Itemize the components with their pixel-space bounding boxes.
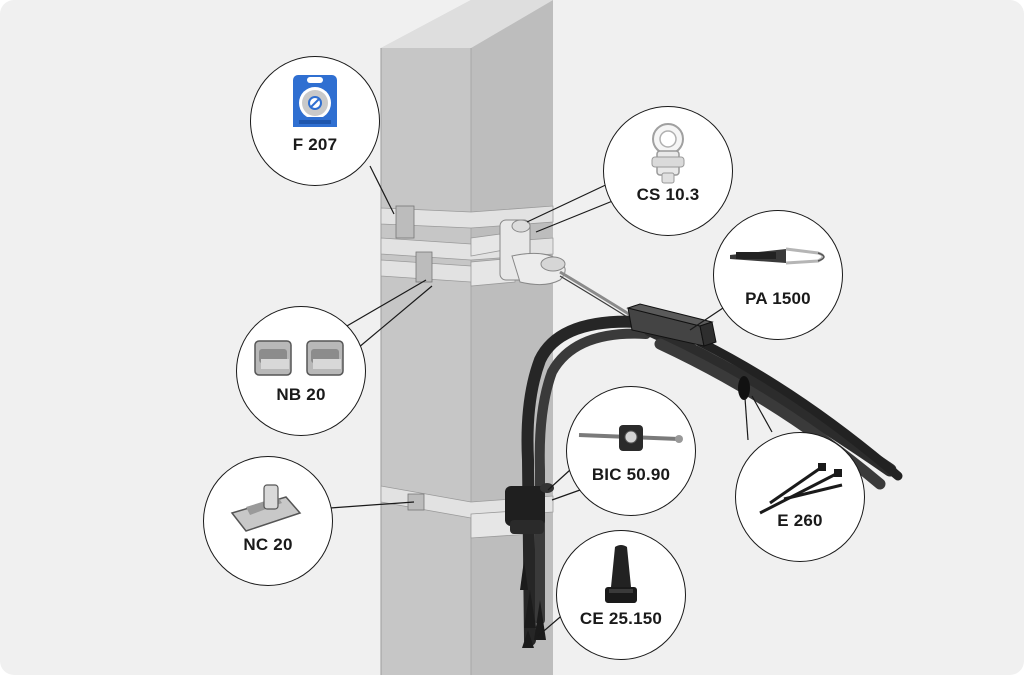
callout-label: NB 20 (276, 385, 326, 404)
anchoring-clamp-icon (726, 241, 830, 276)
leader-lines (329, 165, 773, 637)
callout-label: E 260 (777, 511, 823, 530)
callout-label: CS 10.3 (636, 185, 700, 204)
bundle-clamp-on-pole (505, 483, 554, 534)
callout-nc20: NC 20 (203, 456, 333, 586)
anchoring-clamp (626, 303, 717, 347)
end-cap-icon (599, 543, 643, 614)
callout-nb20: NB 20 (236, 306, 366, 436)
callout-bic5090: BIC 50.90 (566, 386, 696, 516)
strapping-coil-icon (289, 71, 341, 136)
callout-cs103: CS 10.3 (603, 106, 733, 236)
messenger-wire (559, 270, 633, 318)
cable-tie-on-cable (738, 376, 750, 400)
callout-label: F 207 (292, 135, 338, 154)
buckle-on-pole-1 (395, 205, 415, 239)
suspension-clamp-icon (644, 121, 692, 192)
callout-label: NC 20 (243, 535, 293, 554)
callout-label: CE 25.150 (579, 609, 663, 628)
callout-label: PA 1500 (745, 289, 811, 308)
bundle-clamp-icon (575, 419, 687, 460)
buckle-on-pole-2 (415, 251, 433, 283)
buckle-icon (249, 329, 353, 390)
callout-ce25150: CE 25.150 (556, 530, 686, 660)
callout-e260: E 260 (735, 432, 865, 562)
callout-f207: F 207 (250, 56, 380, 186)
cable-tie-icon (752, 457, 848, 526)
bracket-assembly (499, 219, 566, 286)
end-caps (520, 560, 546, 648)
callout-label: BIC 50.90 (591, 465, 671, 484)
callout-pa1500: PA 1500 (713, 210, 843, 340)
buckle-icon (226, 479, 310, 544)
